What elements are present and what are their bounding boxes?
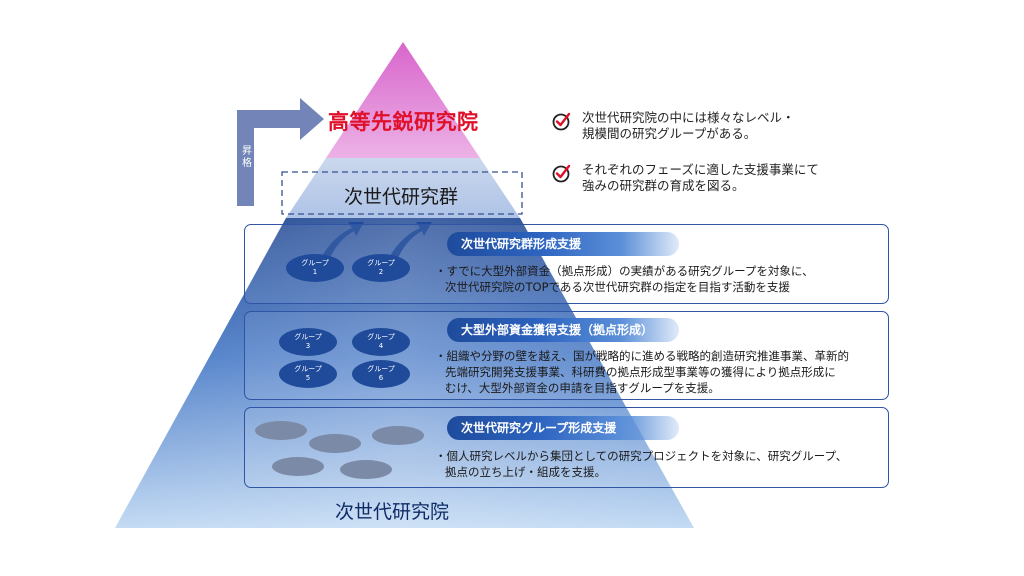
pyramid-top-tier — [326, 42, 480, 158]
group-number: 2 — [378, 268, 384, 276]
group-badge-5: グループ 5 — [279, 360, 337, 388]
panel-description: ・個人研究レベルから集団としての研究プロジェクトを対象に、研究グループ、 拠点の… — [435, 448, 847, 480]
panel-line: 先端研究開発支援事業、科研費の拠点形成型事業等の獲得により拠点形成に — [445, 365, 836, 379]
check-circle-icon — [552, 164, 571, 183]
group-number: 5 — [305, 374, 311, 382]
individual-group-ellipse — [272, 457, 324, 476]
group-label: グループ — [367, 333, 395, 341]
check-circle-icon — [552, 112, 571, 131]
group-badge-1: グループ 1 — [286, 254, 344, 282]
group-label: グループ — [294, 365, 322, 373]
group-badge-6: グループ 6 — [352, 360, 410, 388]
group-badge-2: グループ 2 — [352, 254, 410, 282]
group-label: グループ — [294, 333, 322, 341]
middle-tier-title: 次世代研究群 — [344, 186, 459, 208]
top-tier-title: 高等先鋭研究院 — [328, 110, 479, 134]
individual-group-ellipse — [255, 421, 307, 440]
group-number: 4 — [378, 342, 384, 350]
individual-group-ellipse — [309, 434, 361, 453]
promotion-arrow — [237, 98, 324, 206]
panel-line: 拠点の立ち上げ・組成を支援。 — [445, 465, 606, 479]
support-panel-research-cluster: 次世代研究群形成支援 ・すでに大型外部資金（拠点形成）の実績がある研究グループを… — [244, 224, 889, 304]
bullet-line: それぞれのフェーズに適した支援事業にて — [582, 162, 819, 177]
group-number: 6 — [378, 374, 384, 382]
group-badge-3: グループ 3 — [279, 328, 337, 356]
bullet-line: 規模間の研究グループがある。 — [582, 126, 757, 141]
support-panel-large-funding: 大型外部資金獲得支援（拠点形成） ・組織や分野の壁を越え、国が戦略的に進める戦略… — [244, 311, 889, 400]
base-tier-title: 次世代研究院 — [335, 501, 450, 523]
group-number: 1 — [312, 268, 318, 276]
panel-line: むけ、大型外部資金の申請を目指すグループを支援。 — [445, 381, 720, 395]
group-label: グループ — [367, 365, 395, 373]
panel-line: ・組織や分野の壁を越え、国が戦略的に進める戦略的創造研究推進事業、革新的 — [435, 349, 849, 363]
promotion-label: 昇格 — [242, 146, 252, 169]
group-label: グループ — [301, 259, 329, 267]
panel-line: 次世代研究院のTOPである次世代研究群の指定を目指す活動を支援 — [445, 280, 790, 294]
panel-title: 大型外部資金獲得支援（拠点形成） — [447, 318, 679, 342]
group-upgrade-arrows — [322, 222, 432, 258]
group-number: 3 — [305, 342, 311, 350]
panel-description: ・すでに大型外部資金（拠点形成）の実績がある研究グループを対象に、 次世代研究院… — [435, 263, 814, 295]
bullet-line: 次世代研究院の中には様々なレベル・ — [582, 110, 795, 125]
panel-line: ・すでに大型外部資金（拠点形成）の実績がある研究グループを対象に、 — [435, 264, 814, 278]
panel-description: ・組織や分野の壁を越え、国が戦略的に進める戦略的創造研究推進事業、革新的 先端研… — [435, 348, 849, 396]
bullet-item: 次世代研究院の中には様々なレベル・ 規模間の研究グループがある。 — [552, 110, 795, 142]
individual-group-ellipse — [340, 460, 392, 479]
individual-group-ellipse — [372, 426, 424, 445]
group-label: グループ — [367, 259, 395, 267]
panel-title: 次世代研究グループ形成支援 — [447, 416, 679, 440]
pyramid-middle-tier — [286, 158, 520, 218]
bullet-line: 強みの研究群の育成を図る。 — [582, 178, 745, 193]
middle-tier-dashed-box — [281, 171, 523, 215]
panel-title: 次世代研究群形成支援 — [447, 232, 679, 256]
bullet-item: それぞれのフェーズに適した支援事業にて 強みの研究群の育成を図る。 — [552, 162, 819, 194]
group-badge-4: グループ 4 — [352, 328, 410, 356]
panel-line: ・個人研究レベルから集団としての研究プロジェクトを対象に、研究グループ、 — [435, 449, 848, 463]
